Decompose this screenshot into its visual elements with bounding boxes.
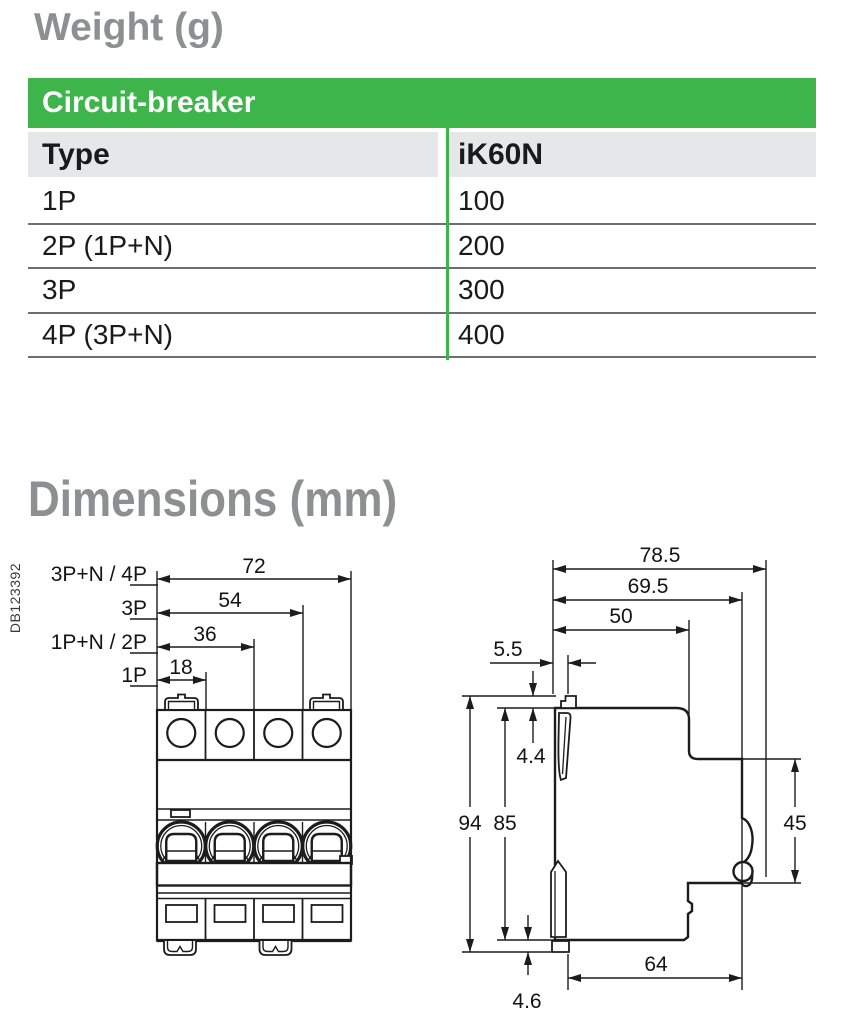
dim-width-4p: 72 — [242, 555, 265, 578]
terminal-screw — [214, 717, 245, 749]
side-view-drawing: 78.5 69.5 50 5.5 4.4 94 85 45 64 — [453, 544, 810, 1013]
rating-label-window — [310, 904, 344, 923]
dim-total-depth: 78.5 — [640, 544, 681, 567]
rating-label-window — [165, 904, 198, 923]
weight-table: Circuit-breaker Type iK60N 1P 100 2P (1P… — [28, 78, 816, 360]
dimension-drawings: 3P+N / 4P 3P 1P+N / 2P 1P 72 54 36 18 — [51, 544, 810, 1013]
table-title: Circuit-breaker — [42, 86, 256, 119]
toggle-handle — [210, 832, 250, 863]
row-weight: 100 — [458, 185, 505, 216]
side-toggle-knob — [732, 860, 754, 883]
dim-foot-protrusion: 4.6 — [512, 990, 541, 1013]
row-type: 1P — [42, 185, 77, 216]
column-header-product: iK60N — [458, 138, 544, 171]
header-cell-gap — [438, 132, 446, 177]
row-type: 4P (3P+N) — [42, 318, 173, 350]
terminal-screw — [311, 717, 342, 749]
row-type: 3P — [42, 274, 77, 305]
dim-total-height: 94 — [458, 812, 482, 835]
din-clip-foot — [551, 940, 570, 953]
status-indicator-window — [170, 809, 191, 818]
dim-body-height: 85 — [493, 812, 516, 835]
pole-label-2p: 1P+N / 2P — [51, 631, 147, 654]
table-title-bar: Circuit-breaker — [28, 78, 816, 128]
row-type: 2P (1P+N) — [42, 229, 173, 261]
dim-width-1p: 18 — [169, 656, 192, 679]
table-row: 4P (3P+N) 400 — [28, 313, 816, 358]
table-row: 2P (1P+N) 200 — [28, 224, 816, 269]
table-row: 1P 100 — [28, 180, 816, 225]
table-column-divider — [446, 128, 449, 360]
dim-depth-front-face: 69.5 — [628, 575, 669, 598]
row-weight: 300 — [458, 274, 505, 305]
rating-label-window — [213, 904, 247, 923]
toggle-handle — [258, 832, 298, 863]
terminal-screw — [166, 717, 197, 749]
pole-label-1p: 1P — [121, 664, 147, 687]
terminal-screw — [263, 717, 294, 749]
pole-label-3p: 3P — [121, 597, 147, 620]
front-view-drawing: 3P+N / 4P 3P 1P+N / 2P 1P 72 54 36 18 — [51, 555, 353, 956]
row-weight: 200 — [458, 229, 505, 261]
dim-top-depth: 50 — [609, 605, 632, 628]
table-row: 3P 300 — [28, 269, 816, 314]
column-header-type: Type — [42, 138, 110, 171]
breaker-side-body — [550, 695, 754, 953]
mounting-tab-bottom — [163, 941, 197, 956]
breaker-front-body — [155, 693, 353, 956]
mounting-tab-bottom — [258, 941, 293, 956]
row-weight: 400 — [458, 318, 505, 350]
dim-clip-protrusion: 4.4 — [516, 745, 546, 768]
handle-tie-bar — [155, 861, 353, 887]
pole-label-4p: 3P+N / 4P — [51, 563, 147, 586]
dimensions-section-title: Dimensions (mm) — [28, 471, 398, 527]
table-header-row: Type iK60N — [28, 132, 816, 177]
dim-front-height: 45 — [783, 812, 806, 835]
rating-label-window — [262, 904, 295, 923]
toggle-handle — [161, 832, 201, 863]
dim-width-2p: 36 — [193, 623, 216, 646]
dim-width-3p: 54 — [218, 589, 242, 612]
dim-din-offset: 5.5 — [493, 638, 522, 661]
din-clip-top — [560, 695, 577, 709]
din-clip-lower — [550, 859, 567, 938]
dim-base-depth: 64 — [644, 953, 668, 976]
weight-section-title: Weight (g) — [34, 6, 224, 49]
